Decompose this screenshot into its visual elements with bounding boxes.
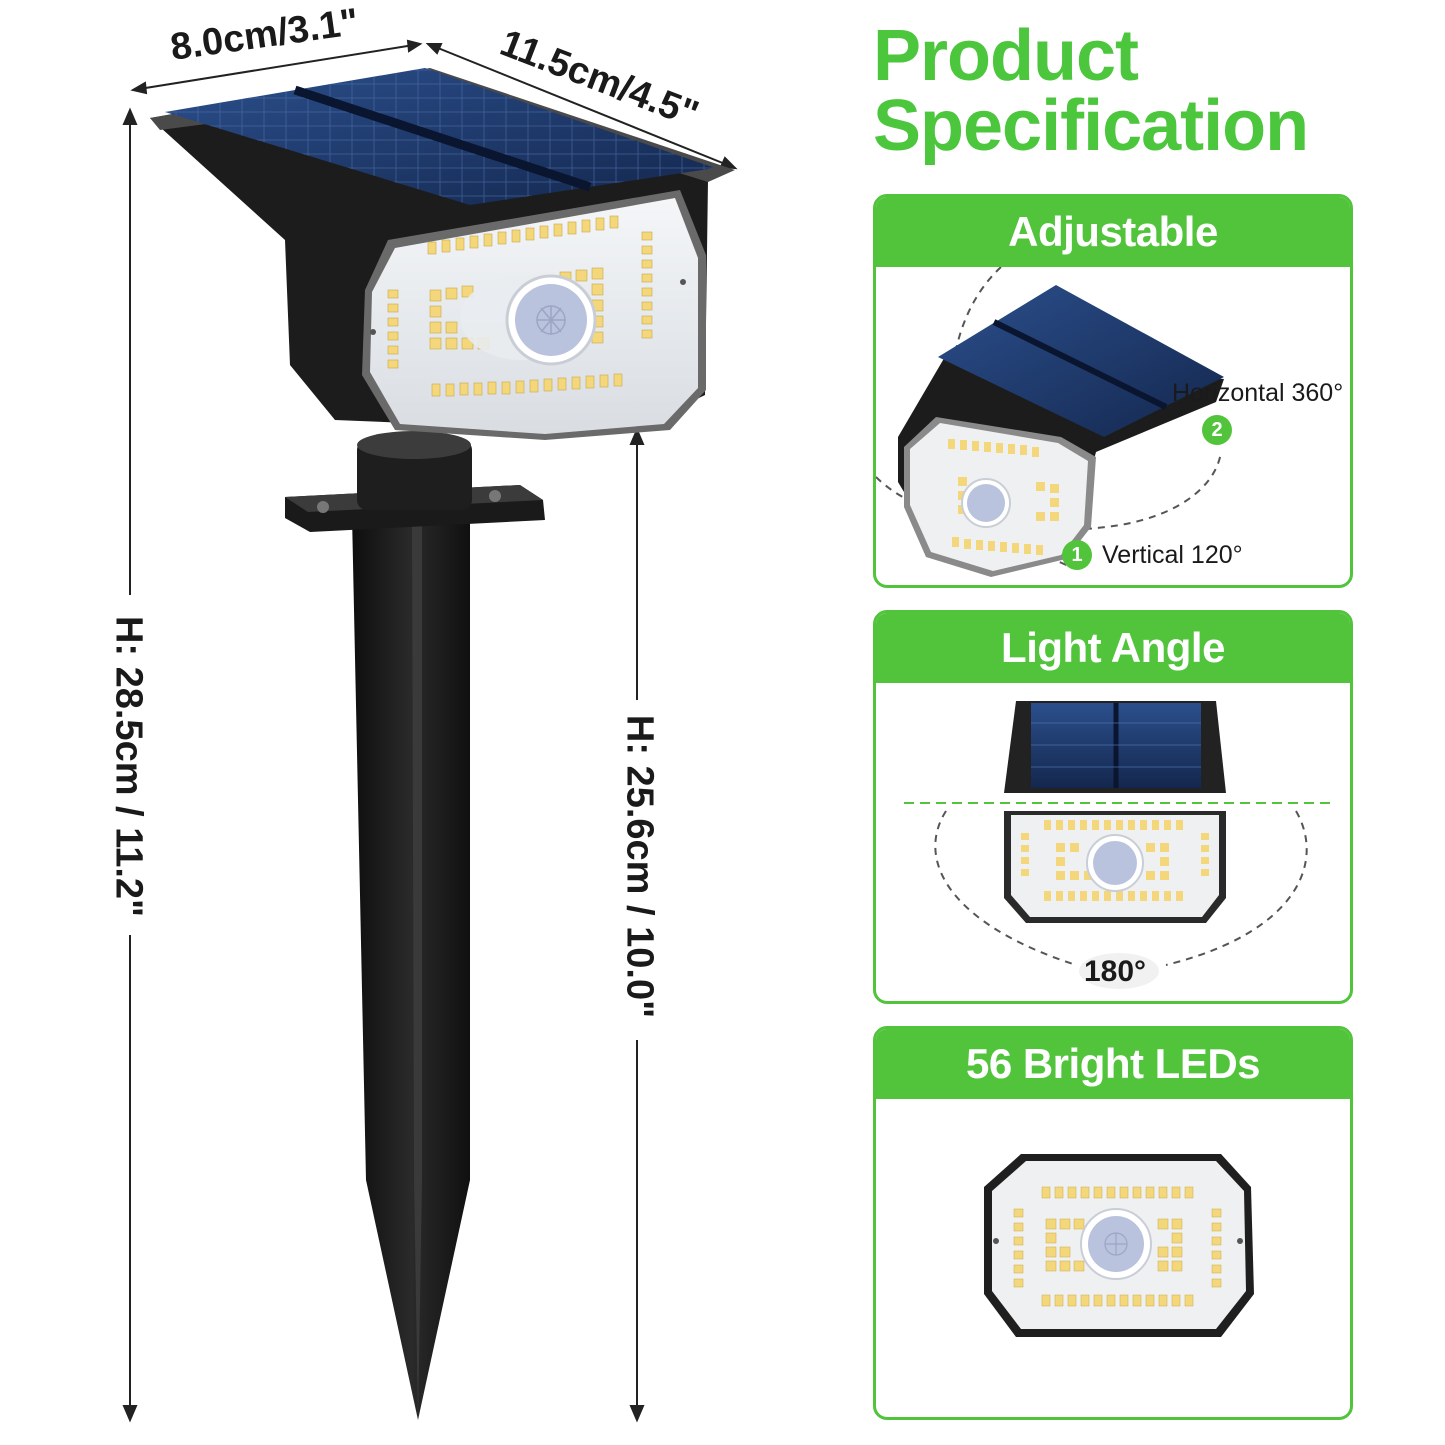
- page-title-line1: Product: [873, 16, 1139, 96]
- adjustable-heading: Adjustable: [876, 197, 1350, 267]
- total-height-label: H: 28.5cm / 11.2": [107, 615, 150, 918]
- leds-card: 56 Bright LEDs: [873, 1026, 1353, 1420]
- lamp-head: [150, 68, 735, 440]
- head-height-label: H: 25.6cm / 10.0": [618, 714, 661, 1019]
- leds-illustration: [984, 1154, 1254, 1337]
- led-array: [387, 215, 653, 397]
- ground-stake: [285, 431, 545, 1420]
- horizontal-rotation-label: Horizontal 360°: [1172, 379, 1344, 407]
- light-angle-illustration: [904, 701, 1336, 989]
- product-illustration: [122, 39, 738, 1423]
- dimension-lines: [122, 39, 738, 1423]
- adjustable-illustration: [876, 267, 1224, 577]
- step-2-badge: 2: [1202, 415, 1232, 445]
- light-angle-card: Light Angle: [873, 610, 1353, 1004]
- beam-angle-label: 180°: [1084, 955, 1147, 988]
- light-angle-heading: Light Angle: [876, 613, 1350, 683]
- page-title-line2: Specification: [873, 86, 1309, 166]
- leds-heading: 56 Bright LEDs: [876, 1029, 1350, 1099]
- adjustable-card: Adjustable: [873, 194, 1353, 588]
- step-1-badge: 1: [1062, 540, 1092, 570]
- vertical-rotation-label: Vertical 120°: [1102, 541, 1243, 569]
